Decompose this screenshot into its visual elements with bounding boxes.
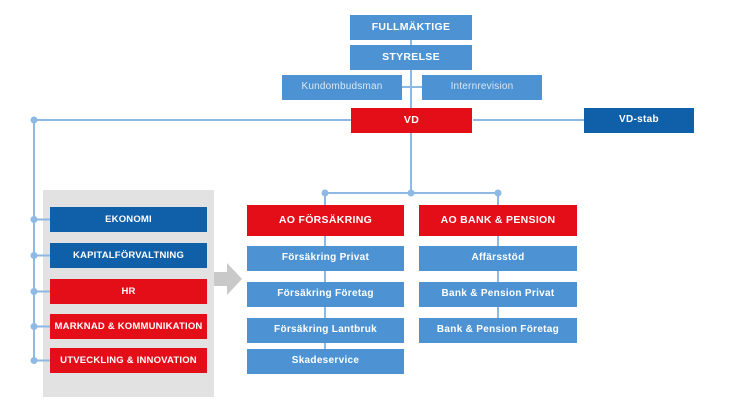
node-vd: VD xyxy=(351,108,472,133)
node-ao-forsakring: AO FÖRSÄKRING xyxy=(247,205,404,236)
node-forsakring-privat: Försäkring Privat xyxy=(247,246,404,271)
node-ao-bank-pension: AO BANK & PENSION xyxy=(419,205,577,236)
junction-dot xyxy=(30,216,38,223)
node-skadeservice: Skadeservice xyxy=(247,349,404,374)
node-kapitalforvaltning: KAPITALFÖRVALTNING xyxy=(50,243,207,268)
junction-dot xyxy=(30,116,38,124)
junction-dot xyxy=(407,189,415,197)
junction-dot xyxy=(30,323,38,330)
node-fullmaktige: FULLMÄKTIGE xyxy=(350,15,472,40)
panel-arrow-icon xyxy=(214,263,242,295)
node-hr: HR xyxy=(50,279,207,304)
node-internrevision: Internrevision xyxy=(422,75,542,100)
junction-dot xyxy=(30,288,38,295)
node-kundombudsman: Kundombudsman xyxy=(282,75,402,100)
junction-dot xyxy=(30,252,38,259)
node-utveckling-innovation: UTVECKLING & INNOVATION xyxy=(50,348,207,373)
node-forsakring-foretag: Försäkring Företag xyxy=(247,282,404,307)
junction-dot xyxy=(494,189,502,197)
node-vd-stab: VD-stab xyxy=(584,108,694,133)
node-ekonomi: EKONOMI xyxy=(50,207,207,232)
node-styrelse: STYRELSE xyxy=(350,45,472,70)
node-forsakring-lantbruk: Försäkring Lantbruk xyxy=(247,318,404,343)
junction-dot xyxy=(30,357,38,364)
node-bank-pension-privat: Bank & Pension Privat xyxy=(419,282,577,307)
junction-dot xyxy=(321,189,329,197)
node-affarsstod: Affärsstöd xyxy=(419,246,577,271)
node-marknad-kommunikation: MARKNAD & KOMMUNIKATION xyxy=(50,314,207,339)
node-bank-pension-foretag: Bank & Pension Företag xyxy=(419,318,577,343)
